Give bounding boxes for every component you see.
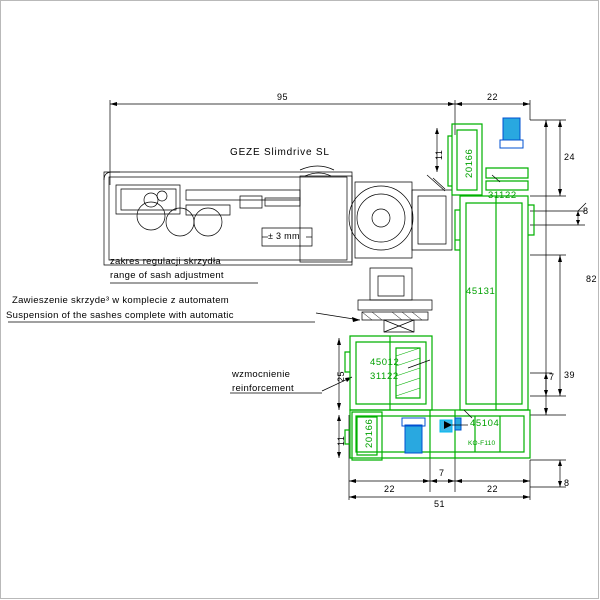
adjustment-value: ± 3 mm (268, 231, 300, 241)
dim-right-7: 7 (549, 372, 555, 382)
dim-left-25: 25 (336, 370, 346, 382)
dim-top-22: 22 (487, 92, 499, 102)
reinforcement-note-pl: wzmocnienie (232, 369, 291, 380)
dim-left-11-bottom: 11 (336, 435, 346, 446)
dim-left-11-top: 11 (434, 149, 444, 160)
code-31122-top: 31122 (488, 190, 517, 201)
dim-bottom-7: 7 (439, 468, 445, 478)
adjustment-note-pl: zakres regulacji skrzydła (110, 256, 221, 267)
dim-bottom-51: 51 (434, 499, 446, 509)
dim-right-82: 82 (586, 274, 598, 284)
dim-top-95: 95 (277, 92, 289, 102)
dim-right-8-top: 8 (583, 206, 589, 216)
suspension-note-pl: Zawieszenie skrzyde³ w komplecie z autom… (12, 295, 229, 306)
code-31122-bottom: 31122 (370, 371, 399, 382)
adjustment-note-en: range of sash adjustment (110, 270, 224, 281)
code-45104: 45104 (470, 418, 500, 429)
code-20166-top: 20166 (464, 148, 475, 178)
code-45131: 45131 (466, 286, 496, 297)
dim-bottom-22-right: 22 (487, 484, 499, 494)
product-title: GEZE Slimdrive SL (230, 147, 330, 158)
dim-right-24: 24 (564, 152, 576, 162)
code-20166-bottom: 20166 (364, 418, 375, 448)
code-45012: 45012 (370, 357, 400, 368)
dim-right-8-bottom: 8 (564, 478, 570, 488)
reinforcement-note-en: reinforcement (232, 383, 294, 394)
dim-bottom-22-left: 22 (384, 484, 396, 494)
code-ko-f110: KO-F110 (468, 440, 496, 447)
suspension-note-en: Suspension of the sashes complete with a… (6, 310, 234, 321)
dim-right-39: 39 (564, 370, 576, 380)
